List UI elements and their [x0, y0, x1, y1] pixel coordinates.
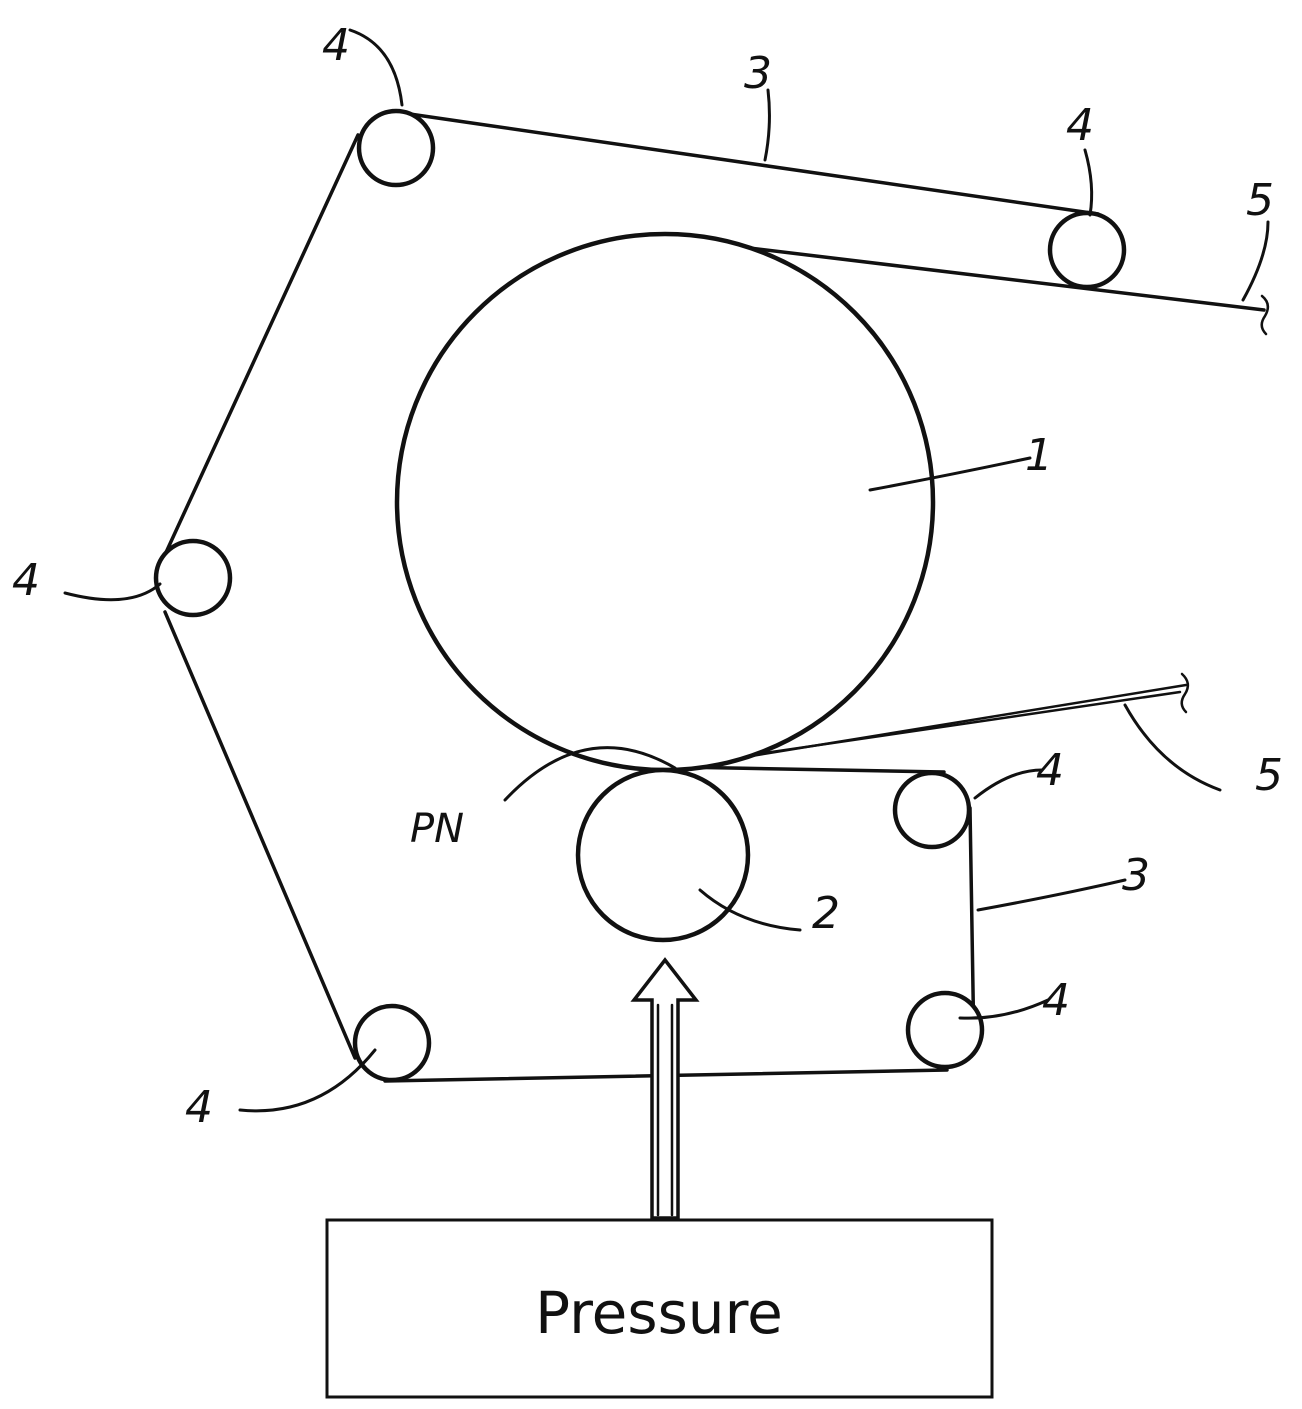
- label-guide-roll-top-left: 4: [322, 20, 350, 71]
- press-roll: [578, 770, 748, 940]
- label-web-upper: 5: [1246, 175, 1274, 226]
- guide-roll-bottom-left: [355, 1006, 429, 1080]
- label-main-roll: 1: [1025, 430, 1053, 481]
- guide-roll-top-right: [1050, 213, 1124, 287]
- label-lower-belt: 3: [1122, 850, 1150, 901]
- label-upper-belt: 3: [744, 48, 772, 99]
- label-guide-roll-bottom-left: 4: [185, 1082, 213, 1133]
- label-guide-roll-mid-right: 4: [1036, 745, 1064, 796]
- label-guide-roll-bottom-right: 4: [1042, 975, 1070, 1026]
- guide-roll-left: [156, 541, 230, 615]
- label-guide-roll-top-right: 4: [1066, 100, 1094, 151]
- web-lower-end: [1182, 674, 1188, 712]
- label-guide-roll-left: 4: [12, 555, 40, 606]
- guide-roll-top-left: [359, 111, 433, 185]
- label-press-roll: 2: [812, 888, 840, 939]
- label-press-nip: PN: [410, 806, 464, 852]
- label-web-lower: 5: [1255, 750, 1283, 801]
- pressure-arrow: [634, 960, 696, 1218]
- main-roll: [397, 234, 933, 770]
- guide-roll-mid-right: [895, 773, 969, 847]
- guide-roll-bottom-right: [908, 993, 982, 1067]
- pressure-box-label: Pressure: [535, 1279, 783, 1347]
- web-upper-end: [1262, 296, 1268, 334]
